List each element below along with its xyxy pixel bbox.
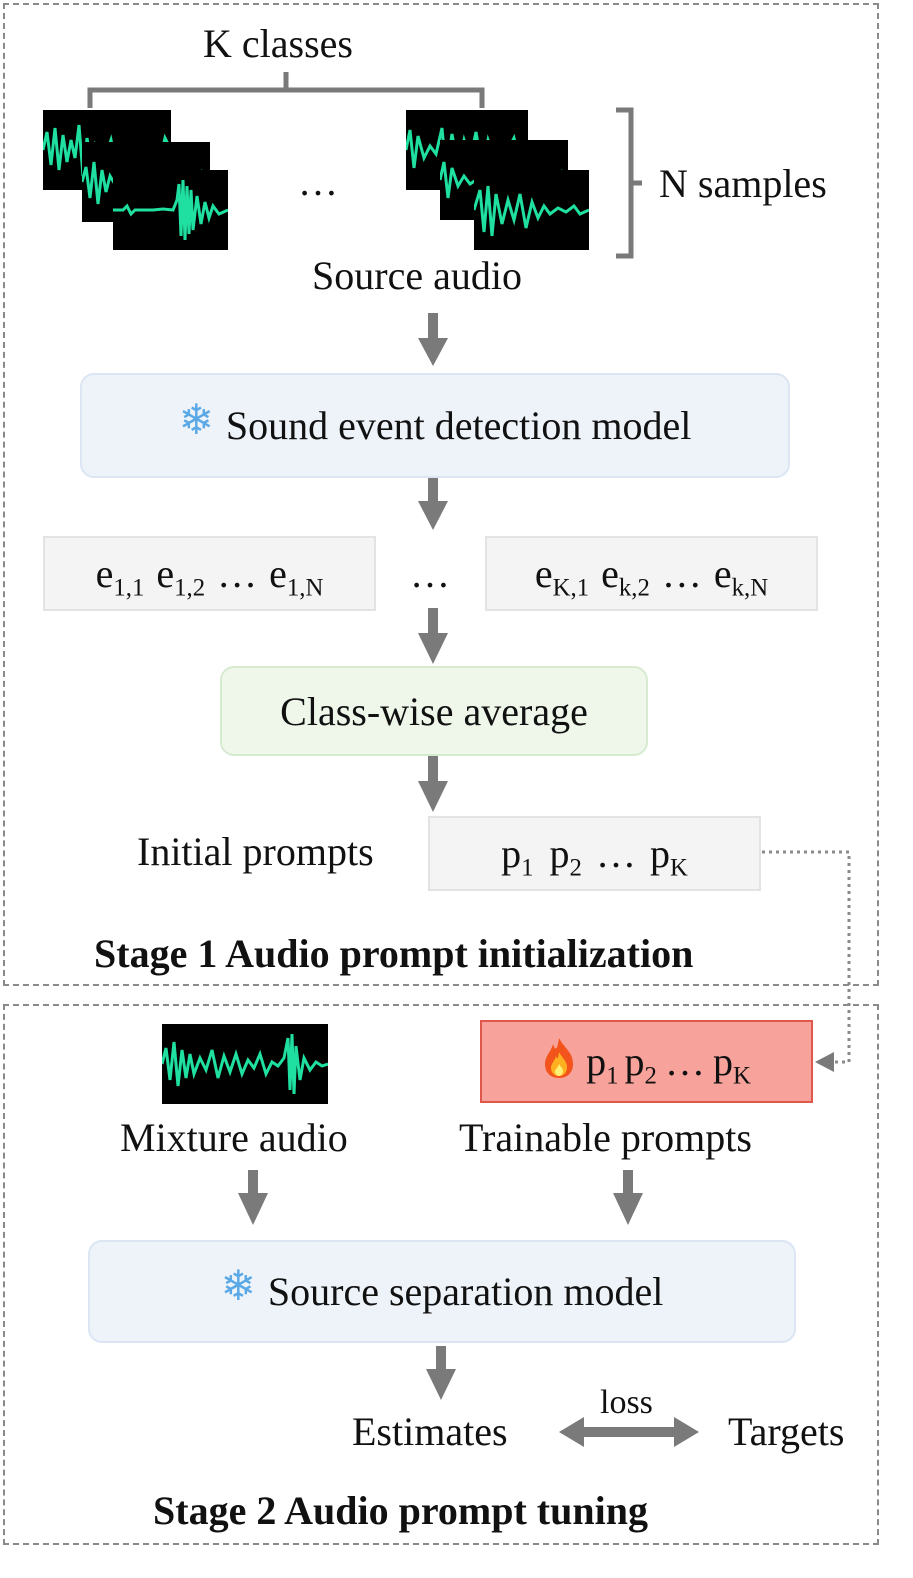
arrow-down-icon [418,313,448,366]
initial-prompts-label: Initial prompts [137,829,374,874]
arrow-down-icon [426,1346,456,1400]
snowflake-icon: ❄ [178,395,214,444]
embedding-1-n: e1,N [269,551,324,602]
arrow-down-icon [613,1170,643,1225]
class-wise-average: Class-wise average [220,666,648,756]
embedding-k-1: eK,1 [534,551,590,602]
embedding-ellipsis: … [661,551,702,596]
waveform-icon [162,1033,328,1095]
trainable-prompt-ellipsis: … [664,1039,705,1084]
prompt-1: p1 [501,831,534,882]
prompt-2: p2 [549,831,582,882]
prompt-k: pK [649,831,688,882]
source-waveform [474,170,589,250]
dotted-connector-head [815,1052,834,1072]
embeddings-class-k: eK,1 ek,2 … ek,N [485,536,818,611]
stage1-frame [3,3,879,986]
trainable-prompts-label: Trainable prompts [459,1115,752,1160]
embedding-1-2: e1,2 [156,551,206,602]
stage2-title: Stage 2 Audio prompt tuning [153,1488,648,1533]
sed-model-label: Sound event detection model [225,403,692,448]
sound-event-detection-model: ❄ Sound event detection model [80,373,790,478]
source-waveform [113,170,228,250]
waveform-ellipsis: … [298,159,338,204]
arrow-down-icon [418,478,448,530]
trainable-prompt-1: p1 [586,1039,619,1090]
source-separation-model: ❄ Source separation model [88,1240,796,1343]
estimates-label: Estimates [352,1409,508,1454]
source-audio-label: Source audio [312,253,522,298]
embedding-1-1: e1,1 [95,551,145,602]
stage2-frame [3,1004,879,1545]
n-samples-label: N samples [659,161,827,206]
arrow-down-icon [418,608,448,664]
k-classes-bracket [87,72,485,108]
stage1-title: Stage 1 Audio prompt initialization [94,931,694,976]
arrow-down-icon [418,754,448,812]
targets-label: Targets [728,1409,845,1454]
embedding-k-2: ek,2 [601,551,650,602]
fire-icon [542,1036,576,1080]
waveform-icon [474,185,589,237]
separation-model-label: Source separation model [267,1269,664,1314]
embedding-ellipsis: … [217,551,258,596]
embedding-k-n: ek,N [713,551,769,602]
waveform-icon [113,179,228,241]
arrow-down-icon [238,1170,268,1225]
prompt-ellipsis: … [595,831,636,876]
embeddings-class-1: e1,1 e1,2 … e1,N [43,536,376,611]
loss-double-arrow [559,1417,699,1447]
trainable-prompts-box: p1 p2 … pK [480,1020,813,1103]
mixture-audio-label: Mixture audio [120,1115,348,1160]
k-classes-label: K classes [203,21,353,66]
snowflake-icon: ❄ [220,1261,256,1310]
initial-prompts-box: p1 p2 … pK [428,816,761,891]
loss-label: loss [600,1384,653,1421]
trainable-prompt-k: pK [712,1039,751,1090]
dotted-connector [762,850,851,1064]
mixture-waveform [162,1024,328,1104]
n-samples-bracket [616,107,642,259]
embeddings-ellipsis: … [410,551,450,596]
trainable-prompt-2: p2 [624,1039,657,1090]
